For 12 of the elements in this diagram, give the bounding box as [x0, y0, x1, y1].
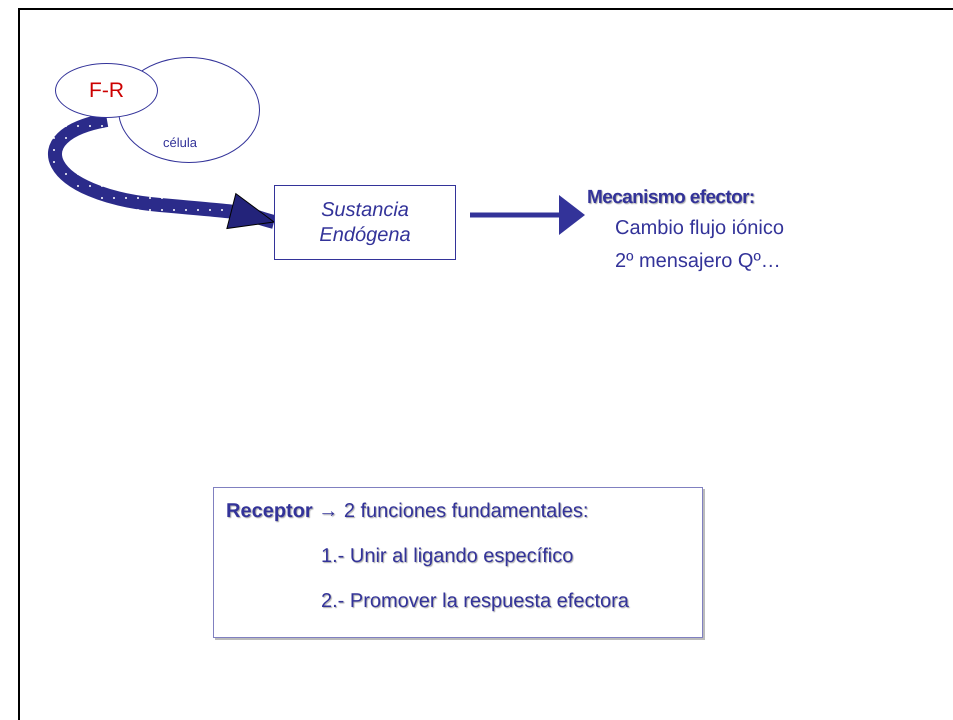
mechanism-item: 2º mensajero Qº… — [615, 250, 782, 273]
mechanism-item: Cambio flujo iónico — [615, 217, 785, 240]
substance-label: Sustancia Endógena — [318, 198, 412, 248]
receptor-box — [213, 487, 703, 638]
receptor-heading: Receptor → 2 funciones fundamentales: — [226, 500, 590, 523]
cell-label: célula — [163, 135, 197, 150]
mechanism-heading: Mecanismo efector: — [587, 187, 756, 209]
function-item: 1.- Unir al ligando específico — [321, 545, 574, 568]
function-item: 2.- Promover la respuesta efectora — [321, 590, 630, 613]
complex-label: F-R — [89, 78, 124, 102]
arrow — [470, 195, 585, 235]
substance-box — [274, 185, 456, 260]
